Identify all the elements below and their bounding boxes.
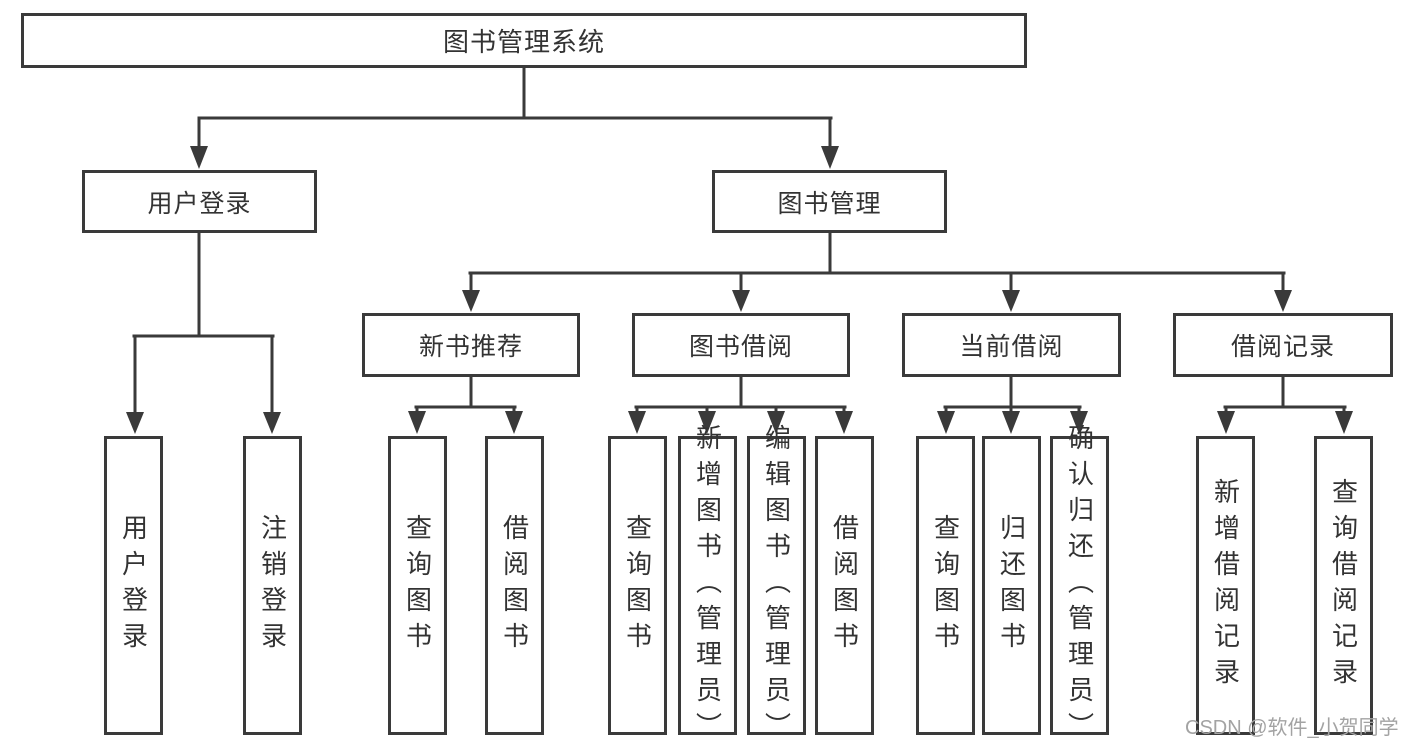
csdn-watermark: CSDN @软件_小贺同学	[1185, 717, 1399, 739]
leaf-logout: 注销登录	[243, 436, 302, 735]
node-label: 用户登录	[147, 189, 252, 218]
arrowheads	[126, 146, 1353, 434]
leaf-label: 查询图书	[622, 513, 653, 658]
leaf-label: 注销登录	[257, 513, 288, 658]
leaf-add-books-admin: 新增图书（管理员）	[678, 424, 737, 747]
node-label: 图书管理系统	[442, 27, 605, 57]
leaf-query-borrow-record: 查询借阅记录	[1314, 436, 1373, 735]
leaf-query-books-recommend: 查询图书	[388, 436, 447, 735]
node-label: 新书推荐	[418, 333, 523, 361]
node-book-borrowing: 图书借阅	[632, 313, 850, 377]
leaf-label: 用户登录	[118, 513, 149, 658]
leaf-borrow-books: 借阅图书	[815, 436, 874, 735]
leaf-label: 新增图书（管理员）	[692, 423, 723, 747]
leaf-confirm-return-admin: 确认归还（管理员）	[1050, 424, 1109, 747]
leaf-user-login: 用户登录	[104, 436, 163, 735]
leaf-label: 查询借阅记录	[1328, 477, 1359, 694]
leaf-query-books-borrowing: 查询图书	[608, 436, 667, 735]
leaf-return-books: 归还图书	[982, 436, 1041, 735]
node-library-management-system: 图书管理系统	[21, 13, 1027, 68]
leaf-query-books-current: 查询图书	[916, 436, 975, 735]
node-label: 图书借阅	[688, 333, 793, 361]
node-user-login: 用户登录	[82, 170, 317, 233]
leaf-label: 新增借阅记录	[1210, 477, 1241, 694]
leaf-label: 查询图书	[402, 513, 433, 658]
node-label: 借阅记录	[1230, 333, 1335, 361]
leaf-label: 借阅图书	[829, 513, 860, 658]
leaf-borrow-books-recommend: 借阅图书	[485, 436, 544, 735]
leaf-label: 确认归还（管理员）	[1064, 423, 1095, 747]
leaf-add-borrow-record: 新增借阅记录	[1196, 436, 1255, 735]
leaf-label: 归还图书	[996, 513, 1027, 658]
node-book-management: 图书管理	[712, 170, 947, 233]
node-label: 图书管理	[777, 189, 882, 218]
node-borrowing-records: 借阅记录	[1173, 313, 1393, 377]
leaf-edit-books-admin: 编辑图书（管理员）	[747, 424, 806, 747]
leaf-label: 借阅图书	[499, 513, 530, 658]
leaf-label: 查询图书	[930, 513, 961, 658]
node-current-borrowing: 当前借阅	[902, 313, 1121, 377]
node-label: 当前借阅	[959, 333, 1064, 361]
leaf-label: 编辑图书（管理员）	[761, 423, 792, 747]
node-new-book-recommendation: 新书推荐	[362, 313, 580, 377]
